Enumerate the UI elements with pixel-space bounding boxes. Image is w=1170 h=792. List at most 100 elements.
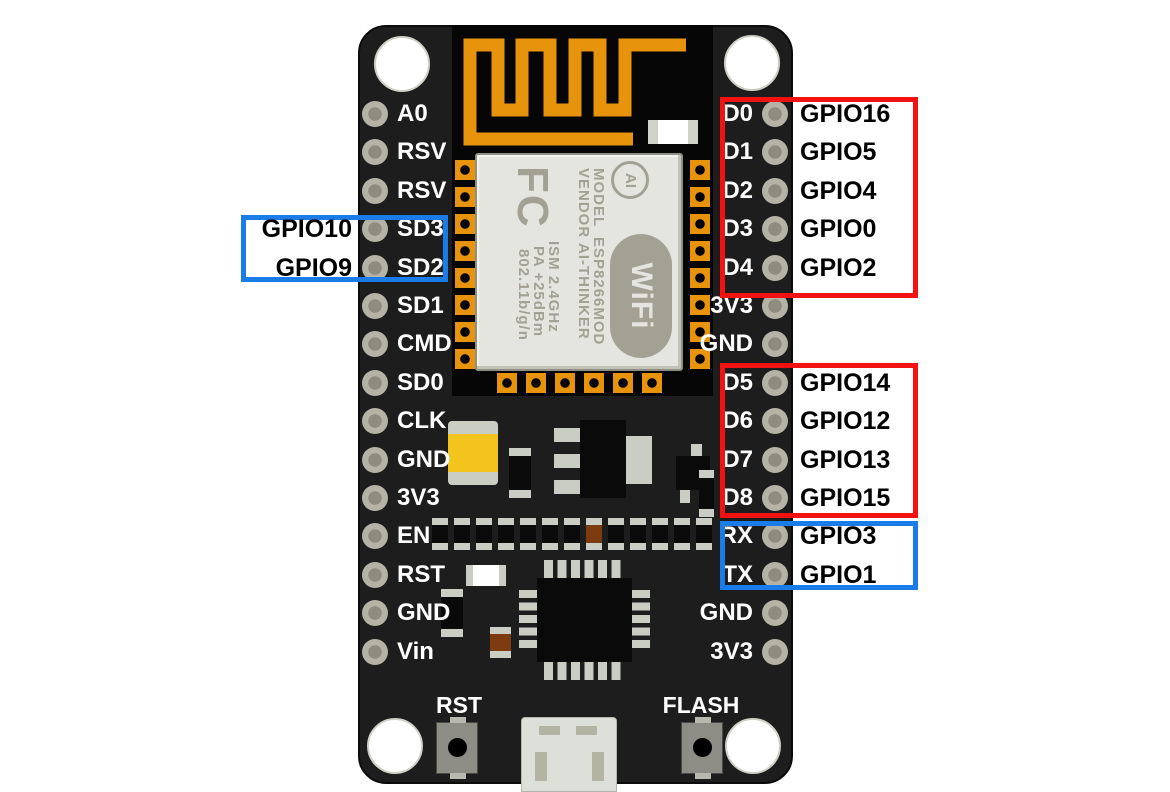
pin-row-gnd2: GND — [362, 597, 450, 629]
gpio-label-d6: GPIO12 — [800, 407, 891, 435]
rst-button — [436, 717, 478, 779]
pin-hole — [762, 255, 788, 281]
pin-label: GND — [699, 330, 753, 357]
pin-label: GND — [397, 446, 451, 473]
pin-hole — [762, 370, 788, 396]
gpio-label-d5: GPIO14 — [800, 369, 891, 397]
castellated-pad — [690, 268, 710, 288]
gpio-label-d8: GPIO15 — [800, 484, 891, 512]
pin-row-vin: Vin — [362, 636, 434, 668]
smd-capacitor-brown — [490, 627, 511, 658]
regulator-leads — [554, 428, 580, 494]
castellated-pad — [584, 373, 604, 393]
pin-label: GND — [699, 599, 753, 626]
castellated-pad — [455, 295, 475, 315]
button-tab — [695, 717, 711, 723]
voltage-regulator — [580, 420, 626, 498]
pin-hole — [362, 139, 388, 165]
pin-row-d5: D5 — [640, 367, 788, 399]
pin-row-clk: CLK — [362, 405, 446, 437]
castellated-pad — [455, 322, 475, 342]
pin-row-rx: RX — [640, 520, 788, 552]
castellated-pad — [690, 322, 710, 342]
smd-resistor — [696, 518, 712, 550]
smd-resistor — [674, 518, 690, 550]
pin-row-gnd1: GND — [362, 444, 450, 476]
smd-resistor — [498, 518, 514, 550]
smd-resistor — [630, 518, 646, 550]
pin-row-gnd: GND — [640, 328, 788, 360]
pin-hole — [762, 639, 788, 665]
pin-label: SD1 — [397, 292, 444, 319]
castellated-pad — [526, 373, 546, 393]
shield-text-vendor: VENDOR — [575, 168, 592, 239]
pin-hole — [362, 523, 388, 549]
usb-serial-chip-leads — [544, 560, 625, 578]
pin-label: GND — [397, 599, 451, 626]
gpio-label-tx: GPIO1 — [800, 561, 877, 589]
pin-hole — [762, 101, 788, 127]
wifi-antenna-trace — [463, 38, 686, 146]
pin-row-d6: D6 — [640, 405, 788, 437]
transistor-lead — [680, 490, 690, 503]
pin-row-tx: TX — [640, 559, 788, 591]
smd-capacitor — [441, 589, 463, 637]
pin-label: D3 — [722, 215, 753, 242]
pin-label: CMD — [397, 330, 452, 357]
pin-label: RSV — [397, 177, 447, 204]
pin-label: TX — [722, 561, 753, 588]
pin-row-en: EN — [362, 520, 430, 552]
button-tab — [450, 773, 466, 779]
castellated-pad — [497, 373, 517, 393]
module-pads-bottom — [497, 373, 662, 393]
shield-text-pa: PA +25dBm — [530, 246, 547, 338]
usb-serial-chip-leads — [519, 590, 537, 652]
pin-hole — [362, 370, 388, 396]
red-box-d5-d8 — [720, 363, 918, 518]
pin-label: CLK — [397, 407, 447, 434]
smd-resistor — [476, 518, 492, 550]
pin-hole — [762, 408, 788, 434]
smd-resistor — [652, 518, 668, 550]
pin-label: EN — [397, 522, 431, 549]
gpio-label-d1: GPIO5 — [800, 138, 877, 166]
castellated-pad — [455, 187, 475, 207]
pin-row-3v3-2: 3V3 — [640, 636, 788, 668]
pin-label: A0 — [397, 100, 428, 127]
shield-text-maker: AI-THINKER — [575, 243, 592, 340]
pin-row-rst: RST — [362, 559, 445, 591]
pin-hole — [362, 331, 388, 357]
castellated-pad — [690, 214, 710, 234]
pin-hole — [362, 216, 388, 242]
gpio-label-sd2: GPIO9 — [275, 254, 352, 282]
button-plunger — [693, 738, 712, 757]
pin-row-d2: D2 — [640, 175, 788, 207]
red-box-d0-d4 — [720, 97, 918, 298]
transistor-lead — [691, 444, 702, 456]
smd-component-white — [466, 565, 506, 586]
gpio-label-sd3: GPIO10 — [261, 215, 352, 243]
pin-row-sd1: SD1 — [362, 290, 444, 322]
castellated-pad — [690, 295, 710, 315]
castellated-pad — [455, 268, 475, 288]
pin-label: D7 — [722, 446, 753, 473]
pin-label: Vin — [397, 638, 434, 665]
pin-hole — [762, 178, 788, 204]
castellated-pad — [613, 373, 633, 393]
usb-pad — [576, 726, 597, 735]
pin-hole — [362, 178, 388, 204]
pin-hole — [362, 293, 388, 319]
smd-resistor — [608, 518, 624, 550]
pin-label: D2 — [722, 177, 753, 204]
flash-button — [681, 717, 723, 779]
module-pads-right — [690, 160, 710, 369]
gpio-label-rx: GPIO3 — [800, 522, 877, 550]
pin-label: D5 — [722, 369, 753, 396]
pin-hole — [362, 600, 388, 626]
mount-hole-top-left — [374, 36, 430, 92]
pin-row-d8: D8 — [640, 482, 788, 514]
gpio-label-d4: GPIO2 — [800, 254, 877, 282]
castellated-pad — [455, 214, 475, 234]
tantalum-capacitor — [448, 421, 498, 485]
